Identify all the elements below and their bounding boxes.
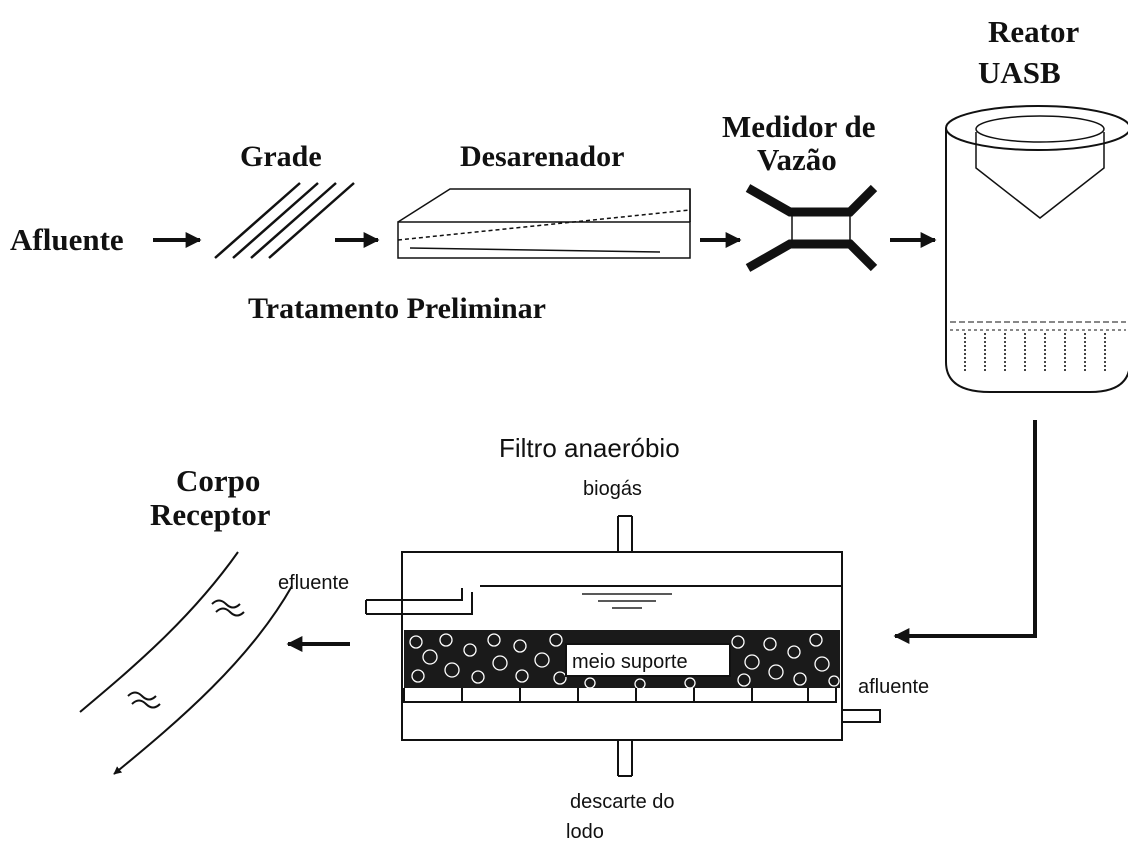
afluente-inlet-label: Afluente (10, 222, 124, 257)
efluente-label: efluente (278, 572, 349, 594)
desarenador-label: Desarenador (460, 140, 624, 173)
biogas-label: biogás (583, 478, 642, 500)
medidor-label-line2: Vazão (757, 142, 837, 177)
flow-meter-icon (745, 184, 878, 272)
descarte-lodo-label-line1: descarte do (570, 791, 675, 813)
medidor-label-line1: Medidor de (722, 109, 876, 144)
meio-suporte-label: meio suporte (572, 651, 688, 673)
grade-label: Grade (240, 140, 322, 173)
reator-label-line1: Reator (988, 14, 1079, 49)
filtro-anaerobio-title: Filtro anaeróbio (499, 433, 680, 463)
descarte-lodo-label-line2: lodo (566, 821, 604, 843)
tratamento-preliminar-label: Tratamento Preliminar (248, 292, 546, 325)
river-icon (79, 551, 293, 775)
corpo-label-line2: Receptor (150, 497, 271, 532)
grade-screen-icon (214, 182, 355, 259)
uasb-reactor-icon (945, 105, 1128, 393)
afluente-filter-label: afluente (858, 676, 929, 698)
arrow-reator-to-filtro (893, 420, 1037, 644)
anaerobic-filter: meio suporte (365, 515, 881, 777)
corpo-label-line1: Corpo (176, 463, 260, 498)
reator-label-line2: UASB (978, 55, 1061, 90)
desarenador-tank-icon (397, 188, 691, 259)
support-media-pebbles (409, 633, 840, 690)
